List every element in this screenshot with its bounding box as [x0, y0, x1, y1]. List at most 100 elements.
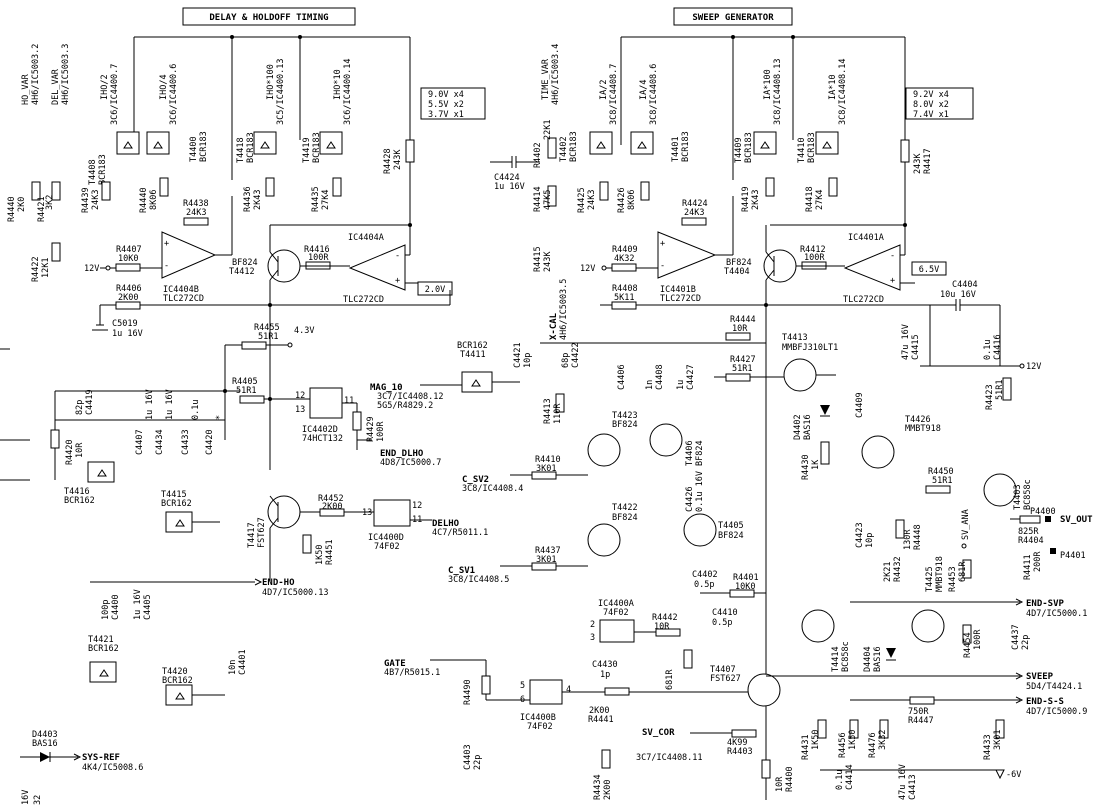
svg-text:74F02: 74F02 [374, 542, 400, 552]
left-transistor-labels: T4408 BCR183 T4400 BCR183 T4418 BCR183 T… [88, 131, 322, 185]
svg-text:10R: 10R [75, 442, 85, 458]
svg-text:74F02: 74F02 [527, 722, 553, 732]
svg-text:C4420: C4420 [205, 429, 215, 455]
svg-text:P4400: P4400 [1030, 507, 1056, 517]
svg-text:R4413: R4413 [543, 398, 553, 424]
transistor-t4415: T4415 BCR162 [161, 490, 220, 533]
svg-text:C4416: C4416 [993, 334, 1003, 360]
svg-text:0.1u 16V: 0.1u 16V [695, 471, 705, 512]
svg-text:10p: 10p [865, 533, 875, 548]
svg-text:4K99: 4K99 [727, 738, 747, 748]
svg-text:C4434: C4434 [155, 429, 165, 455]
svg-text:4K32: 4K32 [614, 254, 634, 264]
svg-text:13: 13 [295, 405, 305, 415]
svg-text:R4405: R4405 [232, 377, 258, 387]
svg-text:BCR162: BCR162 [88, 644, 119, 654]
voltage-table-right: 9.2V x4 8.0V x2 7.4V x1 [905, 87, 974, 120]
svg-text:C4402: C4402 [692, 570, 718, 580]
svg-text:12: 12 [412, 501, 422, 511]
svg-text:R4421: R4421 [37, 196, 47, 222]
svg-text:10u 16V: 10u 16V [940, 290, 976, 300]
svg-text:C4400: C4400 [111, 594, 121, 620]
svg-text:END-HO: END-HO [262, 578, 295, 588]
svg-text:0.1u: 0.1u [983, 340, 993, 360]
voltage-box-right-out: 6.5V [911, 261, 947, 276]
transistor-t4426: T4426 MMBT918 [861, 415, 941, 469]
svg-text:12V: 12V [84, 264, 99, 274]
svg-text:1u 16V: 1u 16V [145, 389, 155, 420]
title-sweep-generator: SWEEP GENERATOR [673, 7, 793, 26]
svg-text:74F02: 74F02 [603, 608, 629, 618]
diode-d4403: D4403 BAS16 SYS-REF 4K4/IC5008.6 [20, 730, 143, 773]
svg-text:R4422: R4422 [31, 256, 41, 282]
svg-text:IC4400B: IC4400B [520, 713, 556, 723]
signal-sv-cor: SV_COR 3C7/IC4408.11 4K99 R4403 10R R440… [463, 728, 795, 800]
svg-text:R4440: R4440 [139, 187, 149, 213]
svg-text:2K21: 2K21 [883, 562, 893, 582]
svg-text:R4425: R4425 [577, 187, 587, 213]
svg-text:R4429: R4429 [366, 416, 376, 442]
svg-text:R4440: R4440 [7, 196, 17, 222]
svg-text:1u: 1u [676, 380, 686, 390]
svg-text:IC4401A: IC4401A [848, 233, 884, 243]
svg-text:C4415: C4415 [911, 334, 921, 360]
transistor-t4403: T4403 BC858c [983, 473, 1033, 510]
svg-text:R4401: R4401 [733, 573, 759, 583]
svg-text:R4434: R4434 [593, 774, 603, 800]
left-feedback: C5019 1u 16V [92, 282, 451, 339]
svg-text:T4425: T4425 [925, 566, 935, 592]
svg-text:IC4401B: IC4401B [660, 285, 696, 295]
svg-text:C4404: C4404 [952, 280, 978, 290]
svg-text:BCR183: BCR183 [312, 132, 322, 163]
svg-text:BCR183: BCR183 [744, 132, 754, 163]
svg-text:IA/2: IA/2 [599, 80, 609, 100]
svg-text:4D7/IC5000.13: 4D7/IC5000.13 [262, 588, 329, 598]
svg-text:0.1u: 0.1u [191, 400, 201, 420]
svg-text:T4412: T4412 [229, 267, 255, 277]
svg-text:R4420: R4420 [65, 439, 75, 465]
svg-text:0.1u: 0.1u [835, 770, 845, 790]
svg-text:IC4400D: IC4400D [368, 533, 404, 543]
signal-sv-ana: SV_ANA C4423 10p 2K21 R4432 130R R4448 [855, 509, 971, 582]
svg-text:R4410: R4410 [535, 455, 561, 465]
svg-text:IA/4: IA/4 [639, 80, 649, 100]
svg-text:MMBT918: MMBT918 [935, 556, 945, 592]
svg-text:3C8/IC4408.6: 3C8/IC4408.6 [649, 64, 659, 125]
svg-text:3C7/IC4408.11: 3C7/IC4408.11 [636, 753, 703, 763]
voltage-box-left-out: 2.0V [417, 281, 453, 296]
svg-text:TLC272CD: TLC272CD [660, 294, 701, 304]
svg-text:BCR162: BCR162 [457, 341, 488, 351]
svg-text:2.0V: 2.0V [425, 285, 445, 295]
svg-text:T4409: T4409 [734, 137, 744, 163]
resistor-r4423: R4423 51R1 [985, 377, 1012, 410]
svg-text:12V: 12V [580, 264, 595, 274]
svg-text:C_SV2: C_SV2 [462, 475, 489, 485]
svg-text:D4404: D4404 [863, 646, 873, 672]
svg-text:16V: 16V [21, 790, 31, 805]
svg-text:BCR162: BCR162 [64, 496, 95, 506]
svg-text:T4401: T4401 [671, 136, 681, 162]
svg-text:BAS16: BAS16 [32, 739, 58, 749]
svg-text:IHO*100: IHO*100 [266, 64, 276, 100]
svg-text:C4423: C4423 [855, 522, 865, 548]
svg-text:-: - [660, 261, 665, 271]
svg-text:R4448: R4448 [913, 524, 923, 550]
svg-text:T4407: T4407 [710, 665, 736, 675]
left-resistor-labels: R4440 2K0 R4421 3K2 R4439 24K3 R4440 8K0… [7, 148, 403, 303]
svg-text:R4438: R4438 [183, 199, 209, 209]
svg-text:P4401: P4401 [1060, 551, 1086, 561]
svg-text:R4408: R4408 [612, 284, 638, 294]
svg-text:12V: 12V [1026, 362, 1041, 372]
transistor-t4411: BCR162 T4411 MAG_10 3C7/IC4408.12 5G5/R4… [370, 341, 520, 411]
svg-text:END-SVP: END-SVP [1026, 599, 1065, 609]
svg-text:T4405: T4405 [718, 521, 744, 531]
svg-text:22p: 22p [1021, 635, 1031, 650]
svg-text:100R: 100R [376, 421, 386, 442]
svg-text:T4410: T4410 [797, 137, 807, 163]
svg-text:T4402: T4402 [559, 136, 569, 162]
svg-text:IC4402D: IC4402D [302, 425, 338, 435]
svg-text:10R: 10R [654, 622, 670, 632]
svg-text:R4436: R4436 [243, 186, 253, 212]
svg-text:27K4: 27K4 [321, 190, 331, 210]
svg-text:0.5p: 0.5p [712, 618, 732, 628]
